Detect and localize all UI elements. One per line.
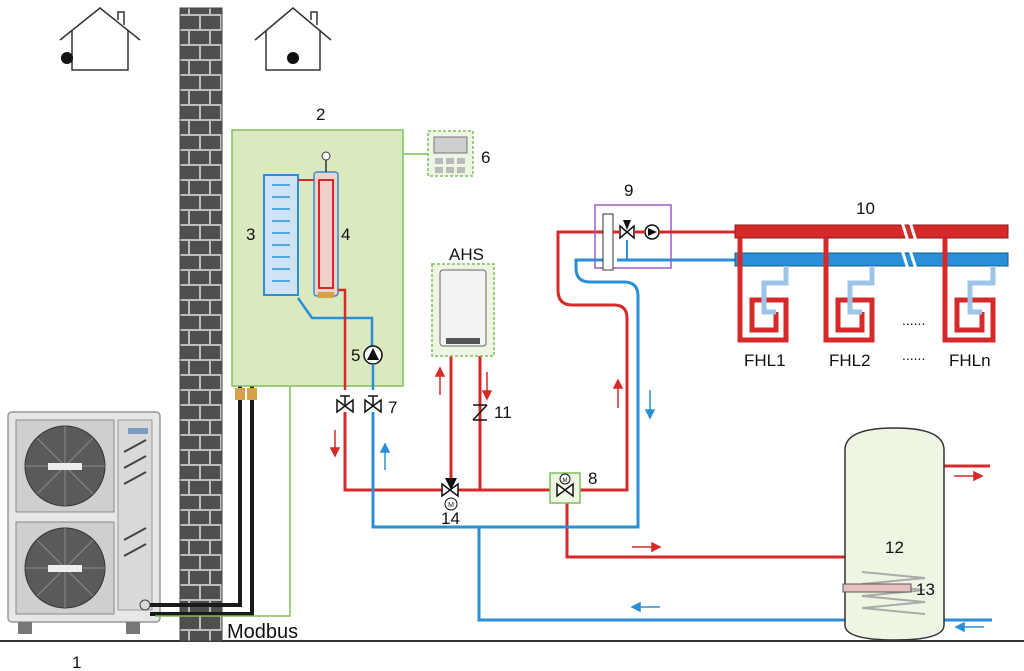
label-ellipsis-names: ...... bbox=[902, 347, 925, 363]
label-tank-heater: 13 bbox=[916, 580, 935, 599]
label-floor-headers: 10 bbox=[856, 199, 875, 218]
brick-wall bbox=[179, 7, 223, 642]
plate-heat-exchanger bbox=[263, 174, 299, 296]
manifold-station bbox=[594, 204, 735, 271]
label-controller: 6 bbox=[481, 148, 490, 167]
label-heat-exchanger: 3 bbox=[246, 225, 255, 244]
label-fhln: FHLn bbox=[949, 351, 991, 370]
label-manifold: 9 bbox=[624, 181, 633, 200]
auxiliary-heat-source-icon bbox=[431, 263, 495, 357]
circulation-pump bbox=[363, 345, 383, 365]
three-way-valve: M bbox=[441, 478, 459, 511]
label-ellipsis-loops: ...... bbox=[902, 312, 925, 328]
backup-heater-vessel bbox=[313, 151, 339, 298]
heat-pump-outdoor-unit-icon bbox=[7, 411, 161, 634]
label-outdoor-unit: 1 bbox=[72, 653, 81, 671]
label-mixing-valve: 8 bbox=[588, 469, 597, 488]
wired-controller-icon bbox=[403, 130, 474, 177]
label-hydronic-module: 2 bbox=[316, 105, 325, 124]
hot-water-tank-icon bbox=[842, 427, 945, 641]
modbus-cable bbox=[155, 387, 291, 617]
floor-heating-headers bbox=[734, 221, 1009, 270]
label-check-valve: 11 bbox=[494, 403, 512, 422]
label-pump: 5 bbox=[351, 346, 360, 365]
label-tank: 12 bbox=[885, 538, 904, 557]
house-icon bbox=[59, 7, 141, 71]
label-ahs: AHS bbox=[449, 245, 484, 264]
house-icon bbox=[254, 7, 332, 71]
motor-symbol: M bbox=[563, 478, 568, 484]
label-three-way-valve: 14 bbox=[441, 509, 460, 528]
motor-symbol: M bbox=[448, 502, 454, 509]
mixing-valve: M bbox=[549, 472, 581, 504]
flow-arrows bbox=[329, 366, 984, 633]
label-fhl1: FHL1 bbox=[744, 351, 786, 370]
label-backup-heater: 4 bbox=[341, 225, 350, 244]
shut-off-valves bbox=[336, 395, 382, 414]
return-pipes bbox=[371, 258, 992, 622]
check-valve bbox=[472, 404, 488, 421]
label-shutoff-valves: 7 bbox=[388, 398, 397, 417]
label-modbus: Modbus bbox=[227, 621, 298, 643]
label-fhl2: FHL2 bbox=[829, 351, 871, 370]
floor-heating-loop bbox=[737, 238, 996, 343]
